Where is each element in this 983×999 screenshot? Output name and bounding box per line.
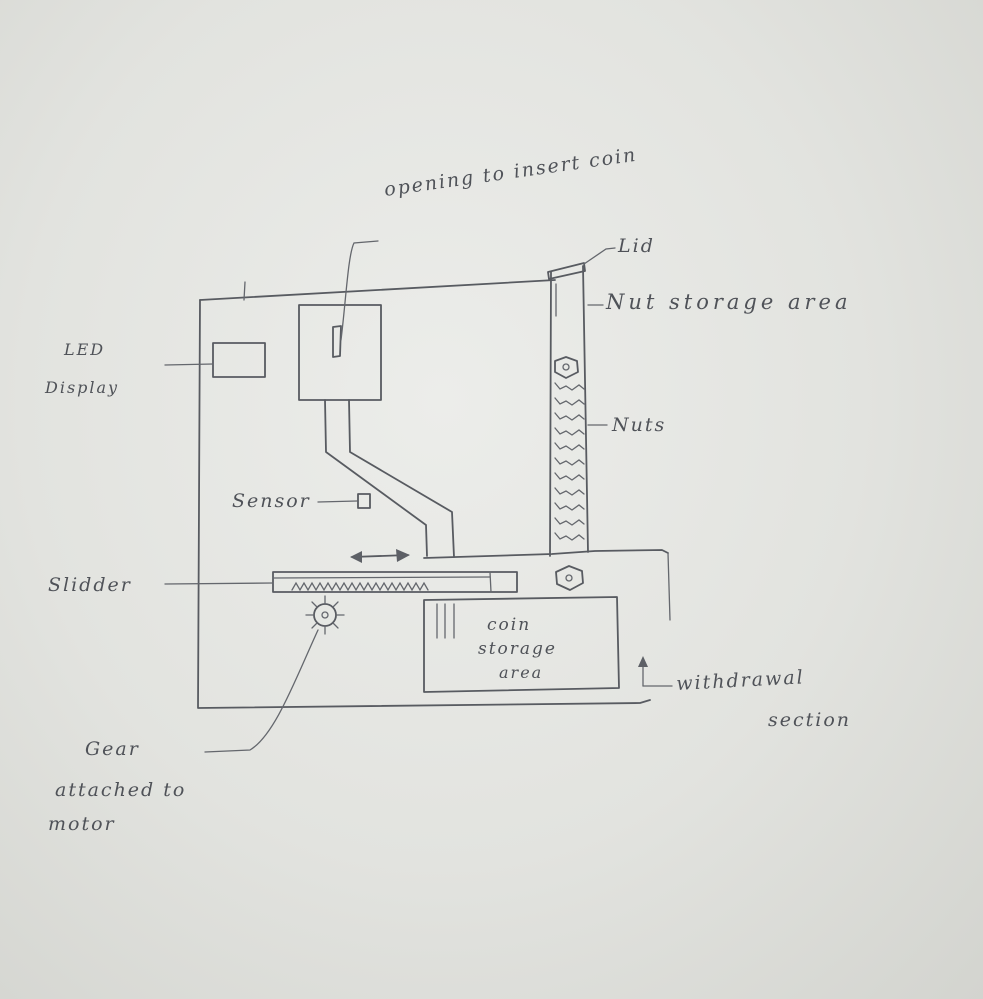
led-display-leader [165,364,213,365]
nut-column-left [550,272,551,556]
label-attached-to: attached to [55,778,186,802]
gear-hub [322,612,328,618]
label-gear: Gear [85,737,140,761]
dispensed-nut [556,566,583,590]
label-sensor: Sensor [232,489,311,513]
arrow-head-right [396,549,410,562]
sensor-box [358,494,370,508]
withdrawal-arrow-head [638,656,648,667]
sensor-leader [318,501,357,502]
coin-slot [333,326,341,357]
label-lid: Lid [618,234,655,258]
lid-leader [584,248,615,264]
slider-rack-end [490,572,491,592]
nut-stack [555,383,584,540]
slider-rack-line [273,577,490,578]
label-motor: motor [48,812,116,836]
label-section: section [768,708,851,732]
label-coin: coin [487,613,531,637]
dispensed-nut-hole [566,575,572,581]
label-nut-storage-area: Nut storage area [606,290,851,314]
withdrawal-wall [668,553,670,620]
label-area: area [499,661,543,685]
slider-teeth [292,583,428,590]
machine-top-edge [200,280,555,300]
label-nuts: Nuts [612,413,666,437]
coin-chute-right-wall [349,400,454,557]
label-display-line2: Display [45,376,119,400]
label-storage: storage [478,637,557,661]
label-slidder: Slidder [48,573,132,597]
arrow-head-left [350,551,362,563]
coin-chute-left-wall [325,400,427,556]
lid-top [548,263,585,279]
gear-leader [205,630,318,752]
led-display-box [213,343,265,377]
top-nut-hole [563,364,569,370]
slider-leader [165,583,273,584]
top-nut [555,357,578,378]
gear-teeth [306,596,344,634]
divider-floor-line [424,550,668,558]
label-led-line1: LED [64,338,105,362]
